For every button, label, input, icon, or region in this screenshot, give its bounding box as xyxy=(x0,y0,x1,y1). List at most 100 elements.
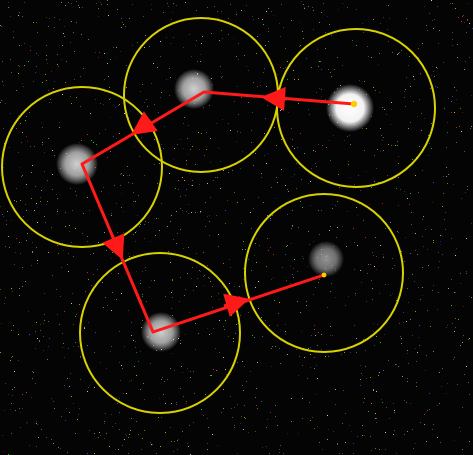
noise-pixel xyxy=(431,229,432,230)
noise-pixel xyxy=(207,265,208,266)
noise-pixel xyxy=(151,280,152,281)
noise-pixel xyxy=(80,76,81,77)
noise-pixel xyxy=(27,233,28,234)
noise-pixel xyxy=(24,2,25,3)
noise-pixel xyxy=(379,53,380,54)
noise-pixel xyxy=(19,295,20,296)
noise-pixel xyxy=(267,105,268,106)
noise-pixel xyxy=(48,26,49,27)
noise-pixel xyxy=(467,189,468,190)
noise-pixel xyxy=(374,345,375,346)
noise-pixel xyxy=(52,189,53,190)
noise-pixel xyxy=(266,266,267,267)
noise-pixel xyxy=(48,138,49,139)
noise-pixel xyxy=(412,274,413,275)
noise-pixel xyxy=(321,89,322,90)
noise-pixel xyxy=(333,135,334,136)
noise-pixel xyxy=(128,310,129,311)
noise-pixel xyxy=(269,325,270,326)
noise-pixel xyxy=(118,244,119,245)
noise-pixel xyxy=(349,425,350,426)
noise-pixel xyxy=(440,235,441,236)
noise-pixel xyxy=(133,340,134,341)
noise-pixel xyxy=(462,449,463,450)
noise-pixel xyxy=(397,141,398,142)
noise-pixel xyxy=(245,249,246,250)
noise-pixel xyxy=(332,208,333,209)
noise-pixel xyxy=(59,127,60,128)
noise-pixel xyxy=(96,144,97,145)
noise-pixel xyxy=(87,453,88,454)
noise-pixel xyxy=(203,276,204,277)
noise-pixel xyxy=(468,26,469,27)
noise-pixel xyxy=(394,40,395,41)
noise-pixel xyxy=(285,67,286,68)
noise-pixel xyxy=(150,442,151,443)
noise-pixel xyxy=(317,345,318,346)
noise-pixel xyxy=(178,180,179,181)
noise-pixel xyxy=(243,241,244,242)
noise-pixel xyxy=(76,97,77,98)
noise-pixel xyxy=(1,323,2,324)
noise-pixel xyxy=(469,338,470,339)
noise-pixel xyxy=(341,354,342,355)
noise-pixel xyxy=(306,58,307,59)
noise-pixel xyxy=(437,437,438,438)
noise-pixel xyxy=(404,261,405,262)
noise-pixel xyxy=(13,325,14,326)
noise-pixel xyxy=(123,24,124,25)
noise-pixel xyxy=(18,65,19,66)
noise-pixel xyxy=(68,253,69,254)
noise-pixel xyxy=(429,393,430,394)
noise-pixel xyxy=(8,394,9,395)
noise-pixel xyxy=(468,339,469,340)
noise-pixel xyxy=(110,98,111,99)
noise-pixel xyxy=(142,84,143,85)
noise-pixel xyxy=(77,419,78,420)
noise-pixel xyxy=(129,175,130,176)
noise-pixel xyxy=(187,443,188,444)
noise-pixel xyxy=(287,433,288,434)
noise-pixel xyxy=(180,277,181,278)
noise-pixel xyxy=(209,278,210,279)
noise-pixel xyxy=(318,332,319,333)
noise-pixel xyxy=(19,12,20,13)
noise-pixel xyxy=(138,195,139,196)
noise-pixel xyxy=(300,312,301,313)
noise-pixel xyxy=(79,142,80,143)
noise-pixel xyxy=(456,248,457,249)
noise-pixel xyxy=(342,423,343,424)
noise-pixel xyxy=(329,24,330,25)
noise-pixel xyxy=(180,229,181,230)
noise-pixel xyxy=(460,273,461,274)
noise-pixel xyxy=(236,56,237,57)
noise-pixel xyxy=(58,447,59,448)
noise-pixel xyxy=(44,152,45,153)
noise-pixel xyxy=(23,86,24,87)
noise-pixel xyxy=(37,263,38,264)
noise-pixel xyxy=(321,96,322,97)
noise-pixel xyxy=(342,65,343,66)
noise-pixel xyxy=(156,453,157,454)
noise-pixel xyxy=(79,408,80,409)
noise-pixel xyxy=(148,222,149,223)
noise-pixel xyxy=(439,261,440,262)
noise-pixel xyxy=(75,342,76,343)
noise-pixel xyxy=(467,20,468,21)
noise-pixel xyxy=(464,374,465,375)
noise-pixel xyxy=(83,213,84,214)
noise-pixel xyxy=(147,106,148,107)
noise-pixel xyxy=(190,371,191,372)
noise-pixel xyxy=(7,211,8,212)
noise-pixel xyxy=(27,422,28,423)
noise-pixel xyxy=(129,418,130,419)
noise-pixel xyxy=(373,255,374,256)
noise-pixel xyxy=(217,11,218,12)
noise-pixel xyxy=(15,252,16,253)
noise-pixel xyxy=(32,165,33,166)
noise-pixel xyxy=(335,205,336,206)
noise-pixel xyxy=(456,90,457,91)
noise-pixel xyxy=(240,315,241,316)
noise-pixel xyxy=(223,357,224,358)
noise-pixel xyxy=(448,174,449,175)
